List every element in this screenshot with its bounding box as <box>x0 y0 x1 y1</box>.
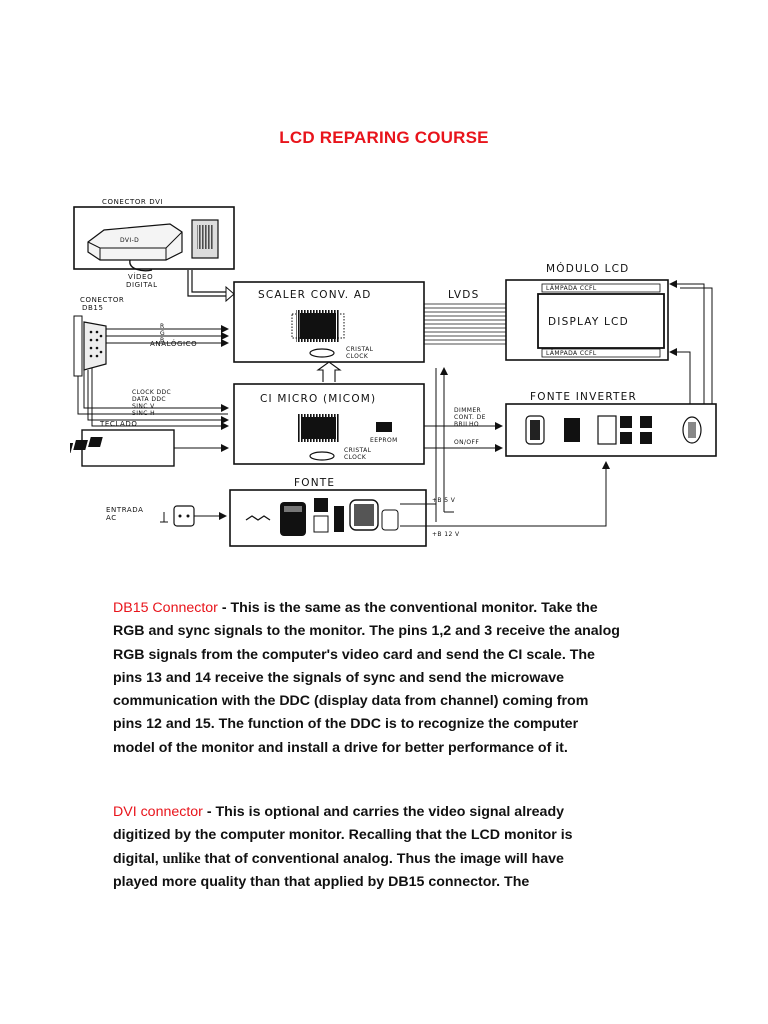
dvi-connector-label: CONECTOR DVI <box>102 198 163 206</box>
scaler-clock-label: CLOCK <box>346 353 369 360</box>
dvi-plug-label: DVI-D <box>120 237 139 244</box>
scaler-label: SCALER CONV. AD <box>258 289 372 301</box>
inverter-block: FONTE INVERTER <box>505 391 717 457</box>
document-title: LCD REPARING COURSE <box>279 128 489 147</box>
ac-input-block: ENTRADA AC <box>106 505 227 527</box>
dvi-line-2: digitized by the computer monitor. Recal… <box>113 827 573 844</box>
rgb-b-label: B <box>160 337 165 344</box>
db15-paragraph: DB15 Connector - This is the same as the… <box>113 597 673 760</box>
lamp-top-label: LÂMPADA CCFL <box>546 285 597 292</box>
ddc-sync-lines <box>77 368 229 430</box>
eeprom-chip-icon <box>376 422 392 432</box>
keyboard-block: TECLADO <box>14 420 175 467</box>
lamp-bottom-label: LÂMPADA CCFL <box>546 350 597 357</box>
inverter-components-icon <box>525 415 702 445</box>
eeprom-label: EEPROM <box>370 437 398 444</box>
dimmer-label-2: CONT. DE <box>454 414 486 421</box>
lcd-block-diagram: CONECTOR DVI DVI-D VÍDEO DIGITAL CONECTO… <box>14 186 730 556</box>
rgb-g-label: G <box>160 330 165 337</box>
lcd-module-block: MÓDULO LCD LÂMPADA CCFL DISPLAY LCD LÂMP… <box>505 262 669 361</box>
fonte-label: FONTE <box>294 477 335 489</box>
dvi-line-4: played more quality than that applied by… <box>113 873 530 890</box>
ac-plug-icon <box>173 505 195 527</box>
micom-block: CI MICRO (MICOM) EEPROM CRISTAL CLOCK <box>233 383 425 465</box>
scaler-block: SCALER CONV. AD CRISTAL CLOCK <box>233 281 425 363</box>
db15-line-5: communication with the DDC (display data… <box>113 693 589 710</box>
db15-connector-icon <box>73 315 107 377</box>
db15-line-1: - This is the same as the conventional m… <box>217 600 598 616</box>
micom-cristal-label: CRISTAL <box>344 447 372 454</box>
power-output-lines <box>400 461 610 527</box>
teclado-label: TECLADO <box>99 420 138 428</box>
clock-ddc-label: CLOCK DDC <box>132 389 171 396</box>
db15-label-2: DB15 <box>82 304 104 312</box>
sinc-v-label: SINC V <box>132 403 155 410</box>
video-digital-label-1: VÍDEO <box>128 272 153 281</box>
micom-control-lines <box>424 422 503 452</box>
micom-label: CI MICRO (MICOM) <box>260 393 376 405</box>
dvi-term: DVI connector <box>113 804 203 820</box>
inverter-label: FONTE INVERTER <box>530 391 637 403</box>
entrada-ac-label-1: ENTRADA <box>106 506 144 514</box>
power-rail-lines <box>435 367 448 522</box>
dimmer-label-3: BRILHO <box>454 421 479 428</box>
db15-line-2: RGB and sync signals to the monitor. The… <box>113 623 620 640</box>
db15-line-3: RGB signals from the computer's video ca… <box>113 646 595 663</box>
dvi-plug-icon: DVI-D <box>87 219 219 272</box>
lcd-module-label: MÓDULO LCD <box>546 262 629 275</box>
lvds-label: LVDS <box>448 289 479 301</box>
dvi-paragraph: DVI connector - This is optional and car… <box>113 801 673 894</box>
micom-chip-icon <box>298 414 340 442</box>
entrada-ac-label-2: AC <box>106 514 117 522</box>
scaler-cristal-label: CRISTAL <box>346 346 374 353</box>
display-lcd-label: DISPLAY LCD <box>548 316 629 328</box>
dvi-connector-block: CONECTOR DVI DVI-D VÍDEO DIGITAL <box>73 198 235 289</box>
power-components-icon <box>245 498 399 536</box>
dvi-line-3c: that of conventional analog. Thus the im… <box>200 850 564 867</box>
sinc-h-label: SINC H <box>132 410 155 417</box>
dvi-to-scaler-arrow <box>187 270 235 303</box>
rgb-r-label: R <box>160 323 165 330</box>
dvi-line-1: - This is optional and carries the video… <box>202 804 565 820</box>
dvi-line-3a: digital, <box>113 850 163 867</box>
b5v-label: +B 5 V <box>432 497 456 504</box>
db15-line-7: model of the monitor and install a drive… <box>113 739 568 756</box>
dvi-line-3b: unlike <box>162 850 201 867</box>
db15-line-4: pins 13 and 14 receive the signals of sy… <box>113 669 565 686</box>
dimmer-label-1: DIMMER <box>454 407 481 414</box>
video-digital-label-2: DIGITAL <box>126 281 158 289</box>
micom-clock-label: CLOCK <box>344 454 367 461</box>
lvds-bus: LVDS <box>424 289 506 345</box>
on-off-label: ON/OFF <box>454 439 479 446</box>
db15-line-6: pins 12 and 15. The function of the DDC … <box>113 716 579 733</box>
data-ddc-label: DATA DDC <box>132 396 166 403</box>
scaler-chip-icon <box>291 310 345 342</box>
db15-term: DB15 Connector <box>113 600 218 616</box>
power-supply-block: FONTE <box>229 477 427 547</box>
db15-label-1: CONECTOR <box>80 296 124 304</box>
micom-to-scaler-arrow <box>316 361 342 382</box>
rgb-signal-lines <box>106 325 229 347</box>
b12v-label: +B 12 V <box>432 531 460 538</box>
